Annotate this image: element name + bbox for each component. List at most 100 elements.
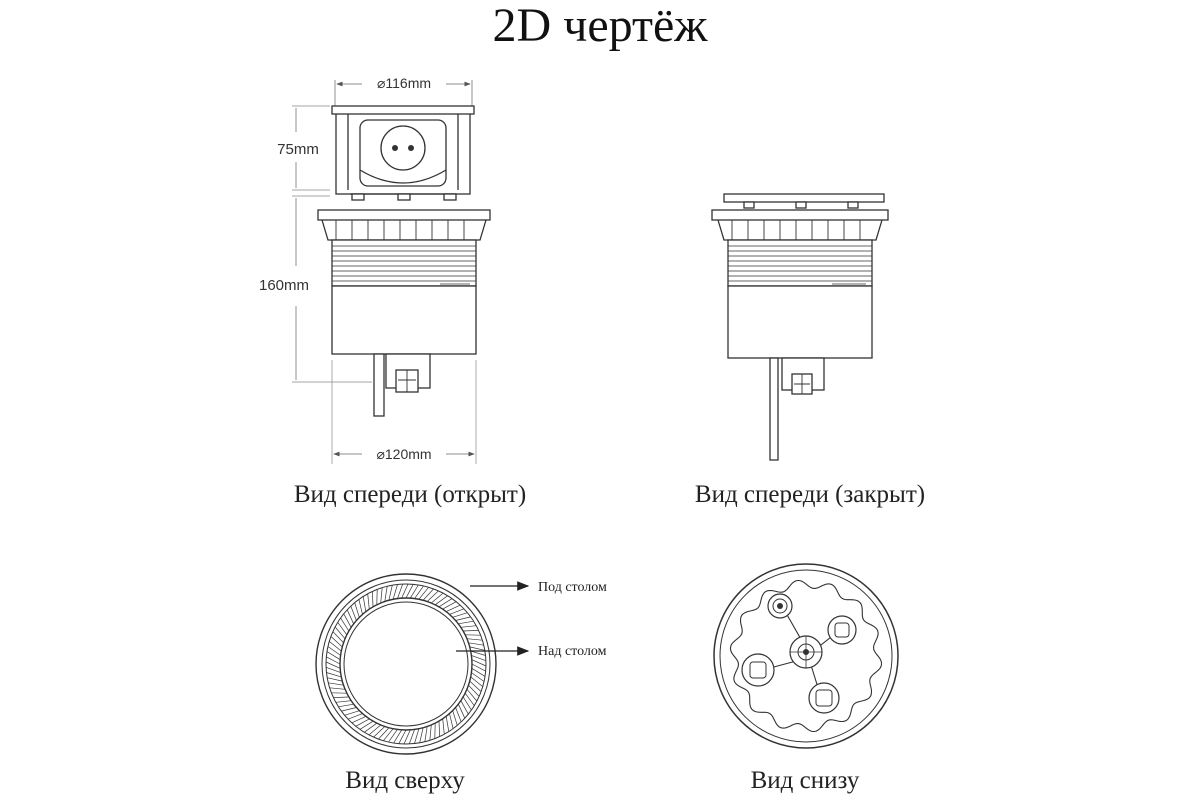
hatch-line <box>442 718 445 735</box>
hatch-line <box>466 638 483 641</box>
callout-above-table: Над столом <box>456 644 607 659</box>
hatch-line <box>431 592 444 604</box>
caption-front-open: Вид спереди (открыт) <box>293 481 527 508</box>
hatch-line <box>327 646 341 656</box>
hatch-line <box>380 587 383 604</box>
hatch-line <box>426 590 439 602</box>
hatch-line <box>464 692 475 706</box>
hatch-line <box>350 605 357 621</box>
hatch-line <box>446 604 461 612</box>
top-view-hatching <box>325 583 487 745</box>
hatch-line <box>434 595 448 606</box>
hatch-line <box>429 724 432 741</box>
hatch-line <box>368 724 381 736</box>
front-view-closed <box>711 193 889 461</box>
hatch-line <box>330 636 343 648</box>
hatch-line <box>455 616 471 621</box>
boss-top <box>767 593 793 619</box>
hatch-line <box>354 602 360 618</box>
hatch-line <box>471 663 486 672</box>
hatch-line <box>422 588 434 601</box>
housing-body <box>317 209 491 417</box>
hatch-line <box>468 642 484 646</box>
hatch-line <box>460 700 469 715</box>
dimension-bottom-diameter: ⌀120mm <box>331 360 477 464</box>
hatch-line <box>383 728 394 741</box>
hatch-line <box>327 677 343 682</box>
hatch-line <box>347 713 363 720</box>
hatch-line <box>332 631 344 644</box>
callout-under-table-label: Под столом <box>538 580 607 595</box>
caption-bottom-view: Вид снизу <box>750 767 860 794</box>
hatch-line <box>384 586 388 602</box>
hatch-line <box>362 596 367 612</box>
dimension-top-diameter: ⌀116mm <box>334 72 473 106</box>
dimension-top-diameter-label: ⌀116mm <box>377 75 431 91</box>
hatch-line <box>418 587 429 600</box>
dimension-popup-height: 75mm <box>277 105 330 191</box>
hatch-line <box>471 659 487 667</box>
hatch-line <box>392 584 398 600</box>
hatch-line <box>329 687 346 690</box>
hatch-line <box>334 626 346 639</box>
callout-above-table-label: Над столом <box>538 644 607 659</box>
hatch-line <box>343 613 352 628</box>
hatch-line <box>393 729 402 744</box>
hatch-line <box>364 722 378 733</box>
hatch-line <box>424 726 428 742</box>
hatch-line <box>344 710 360 716</box>
hatch-line <box>326 651 341 660</box>
boss-left <box>741 653 775 687</box>
hatch-line <box>466 689 478 702</box>
hatch-line <box>401 583 409 599</box>
popup-socket-module <box>331 105 475 201</box>
hatch-line <box>452 710 458 726</box>
hatch-line <box>455 707 462 723</box>
hatch-line <box>388 729 398 743</box>
hatch-line <box>341 707 357 712</box>
hatch-line <box>325 661 341 669</box>
boss-bottom <box>808 682 840 714</box>
hatch-line <box>405 584 414 599</box>
hatch-line <box>358 599 363 615</box>
hatch-line <box>445 716 450 732</box>
dimension-bottom-diameter-label: ⌀120mm <box>376 446 431 462</box>
hatch-line <box>359 720 374 730</box>
bottom-view <box>713 563 899 749</box>
top-view <box>315 573 497 755</box>
hatch-line <box>372 591 374 607</box>
hatch-line <box>367 593 370 610</box>
bottom-view-wavy-ring <box>729 579 883 733</box>
hatch-line <box>471 672 485 682</box>
front-view-open: ⌀116mm <box>259 72 491 464</box>
thread-lines <box>332 245 476 282</box>
hatch-line <box>470 650 486 656</box>
hatch-line <box>325 666 341 673</box>
hatch-line <box>463 630 479 632</box>
hatch-line <box>398 729 407 744</box>
hatch-line <box>333 696 349 698</box>
boss-right <box>827 615 857 645</box>
hatch-line <box>460 625 477 628</box>
hatch-line <box>373 726 386 738</box>
page-title: 2D чертёж <box>492 0 708 52</box>
hatch-line <box>340 617 350 632</box>
dimension-popup-height-label: 75mm <box>277 141 319 158</box>
caption-front-closed: Вид спереди (закрыт) <box>694 481 926 508</box>
callout-under-table: Под столом <box>470 580 607 595</box>
hatch-line <box>471 668 486 677</box>
hatch-line <box>335 700 352 703</box>
hatch-line <box>452 612 468 618</box>
hatch-line <box>346 609 354 624</box>
hatch-line <box>442 601 457 610</box>
hatch-line <box>326 656 341 665</box>
hatch-line <box>326 672 342 678</box>
hatch-line <box>438 598 453 608</box>
hatch-line <box>414 728 420 744</box>
hatch-line <box>468 684 480 697</box>
hatch-line <box>470 676 483 687</box>
hatch-line <box>458 620 474 625</box>
hatch-line <box>469 646 485 651</box>
